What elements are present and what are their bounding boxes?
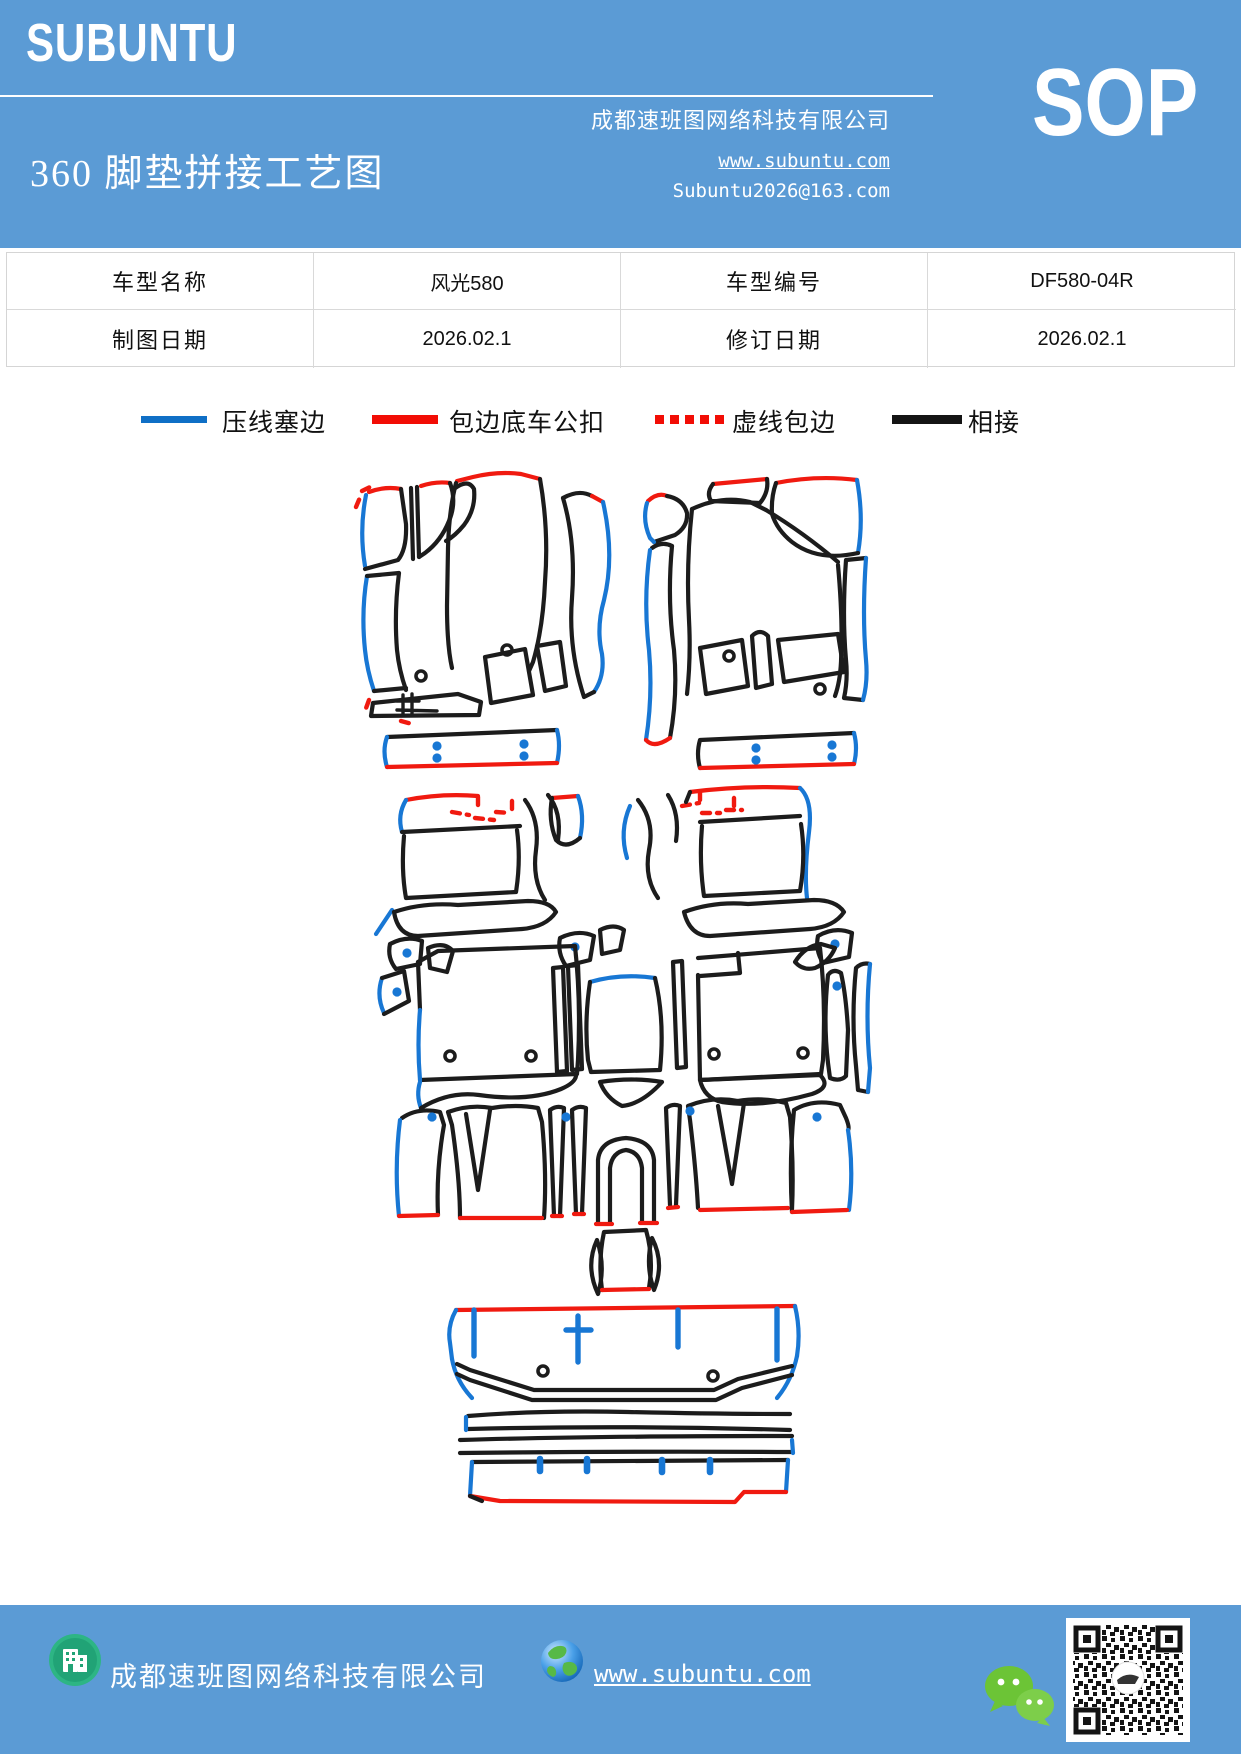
header-website-link[interactable]: www.subuntu.com <box>718 150 890 172</box>
draw-date-label: 制图日期 <box>7 310 314 368</box>
mat-front-right <box>642 475 869 771</box>
mat-second-row-seats <box>415 943 873 1111</box>
legend-label-joint: 相接 <box>968 410 1021 437</box>
mat-front-left <box>353 470 612 770</box>
mat-rear-left <box>373 792 585 939</box>
header-divider <box>0 95 933 97</box>
small-connector-pieces <box>377 924 855 1017</box>
model-code-value: DF580-04R <box>928 253 1236 310</box>
model-name-label: 车型名称 <box>7 253 314 310</box>
footer: 成都速班图网络科技有限公司 www.subuntu.com <box>0 1605 1241 1754</box>
page-title: 360 脚垫拼接工艺图 <box>30 153 385 195</box>
legend-swatch-dashed-line <box>655 415 725 424</box>
legend-label-bind-snap: 包边底车公扣 <box>449 410 606 437</box>
legend-label-dash-bind: 虚线包边 <box>732 410 837 437</box>
mat-rear-right <box>621 785 847 939</box>
mat-third-row-pieces <box>394 1097 854 1297</box>
brand-logo: SUBUNTU <box>26 13 238 73</box>
legend-swatch-blue-line <box>141 416 207 423</box>
qr-code <box>1066 1618 1190 1747</box>
footer-website-link[interactable]: www.subuntu.com <box>594 1660 811 1688</box>
footer-company-name: 成都速班图网络科技有限公司 <box>110 1662 487 1692</box>
revise-date-value: 2026.02.1 <box>1037 327 1127 350</box>
header-email: Subuntu2026@163.com <box>672 180 890 202</box>
legend-swatch-red-line <box>372 415 438 424</box>
building-icon <box>48 1633 102 1692</box>
header-company-name: 成都速班图网络科技有限公司 <box>590 108 890 133</box>
revise-date-label: 修订日期 <box>621 310 928 368</box>
legend-swatch-black-line <box>892 415 962 424</box>
doc-type-label: SOP <box>1032 49 1199 156</box>
model-code-label: 车型编号 <box>621 253 928 310</box>
mat-trunk <box>447 1303 801 1505</box>
legend-label-press-edge: 压线塞边 <box>222 410 327 437</box>
header: SUBUNTU 360 脚垫拼接工艺图 成都速班图网络科技有限公司 www.su… <box>0 0 1241 248</box>
wechat-icon <box>982 1665 1060 1734</box>
draw-date-value: 2026.02.1 <box>314 310 621 368</box>
model-name-value: 风光580 <box>314 253 621 310</box>
vehicle-info-table: 车型名称 风光580 车型编号 DF580-04R 制图日期 2026.02.1… <box>6 252 1236 368</box>
line-type-legend: 压线塞边 包边底车公扣 虚线包边 相接 <box>0 398 1241 438</box>
globe-icon <box>540 1639 584 1688</box>
